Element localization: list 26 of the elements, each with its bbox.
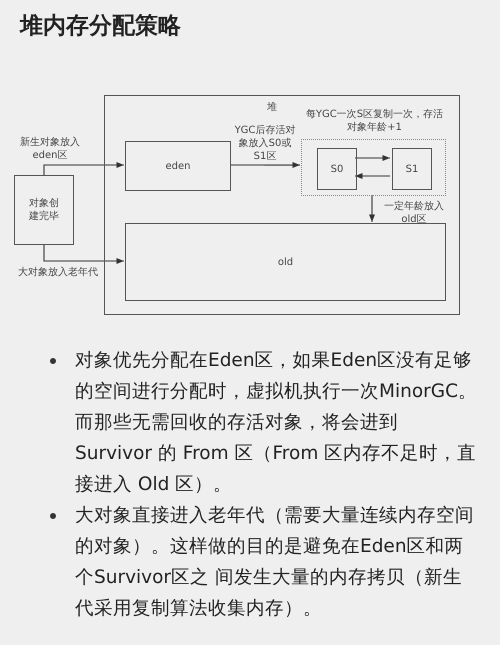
edge-label: 新生对象放入eden区 xyxy=(19,136,81,162)
process-box xyxy=(14,175,74,245)
arrow xyxy=(355,154,390,162)
region-box xyxy=(392,148,432,190)
bullet-text: 对象优先分配在Eden区，如果Eden区没有足够的空间进行分配时，虚拟机执行一次MinorGC。而那些无需回收的存活对象，将会进到 Survivor 的 From 区（From 区内存不足时，直接进入 Old 区）。 xyxy=(75,350,478,495)
box-label: eden xyxy=(166,160,190,172)
region-label: 每YGC一次S区复制一次，存活对象年龄+1 xyxy=(304,108,444,134)
page-title: 堆内存分配策略 xyxy=(20,12,181,41)
arrow xyxy=(355,172,390,180)
box-label: S0 xyxy=(330,162,344,176)
region-box xyxy=(125,141,231,191)
region-label: 堆 xyxy=(266,101,278,114)
arrow xyxy=(368,195,376,222)
edge-label: 一定年龄放入old区 xyxy=(383,200,445,226)
box-label: old xyxy=(278,256,294,268)
box-label: 对象创建完毕 xyxy=(28,197,60,223)
bullet-text: 大对象直接进入老年代（需要大量连续内存空间的对象）。这样做的目的是避免在Eden区和两个Survivor区之 间发生大量的内存拷贝（新生代采用复制算法收集内存）。 xyxy=(75,505,474,619)
edge-label: 大对象放入老年代 xyxy=(17,266,99,279)
edge-label: YGC后存活对象放入S0或S1区 xyxy=(234,124,296,163)
arrow xyxy=(230,162,300,168)
region-box xyxy=(125,223,446,301)
arrow xyxy=(43,245,124,264)
heap-box xyxy=(104,95,460,315)
region-box xyxy=(317,148,357,190)
box-label: S1 xyxy=(406,162,418,176)
arrow xyxy=(43,162,124,175)
